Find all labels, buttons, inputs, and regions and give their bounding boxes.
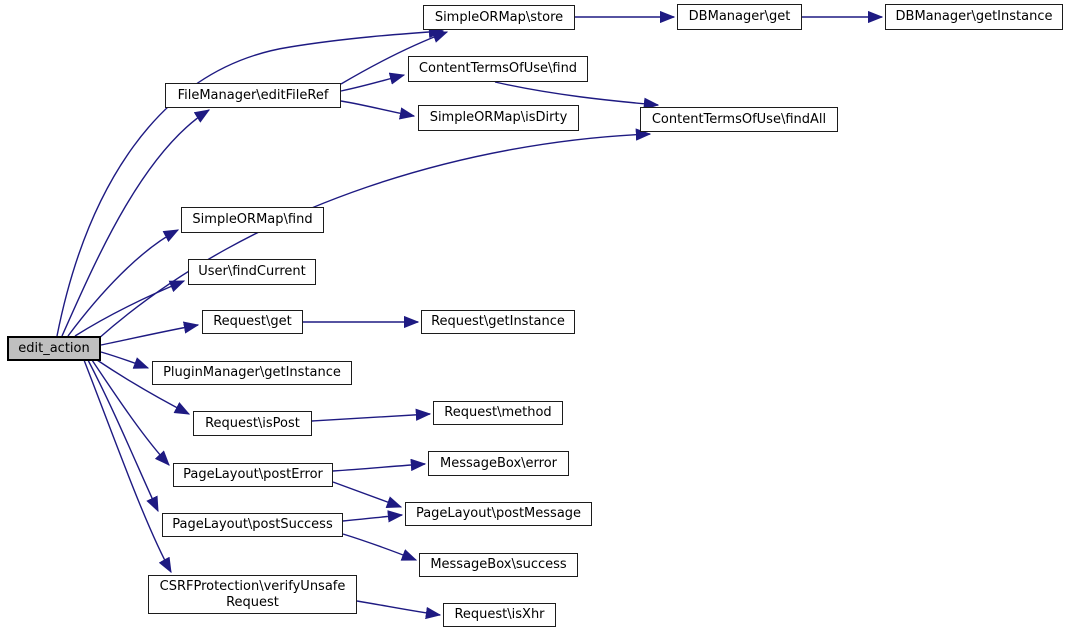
node-request-isxhr[interactable]: Request\isXhr	[443, 603, 556, 627]
node-simpleormap-isdirty[interactable]: SimpleORMap\isDirty	[418, 105, 579, 131]
edge-ispost-to-reqmethod	[311, 408, 432, 422]
node-request-get[interactable]: Request\get	[202, 310, 303, 334]
node-request-method[interactable]: Request\method	[433, 401, 563, 425]
node-csrfprotection-verifyunsaferequest-label-line2: Request	[226, 594, 279, 610]
node-messagebox-error[interactable]: MessageBox\error	[428, 451, 569, 476]
node-dbmanager-get[interactable]: DBManager\get	[677, 4, 802, 30]
node-user-findcurrent-label: User\findCurrent	[198, 264, 306, 280]
edge-posterror-to-postmessage	[332, 481, 403, 508]
node-request-getinstance[interactable]: Request\getInstance	[421, 310, 575, 334]
node-messagebox-success-label: MessageBox\success	[430, 557, 567, 573]
node-dbmanager-getinstance[interactable]: DBManager\getInstance	[885, 4, 1063, 30]
node-contenttermsofuse-findall-label: ContentTermsOfUse\findAll	[651, 111, 827, 127]
node-pagelayout-postmessage-label: PageLayout\postMessage	[415, 506, 582, 522]
edge-edit-action-to-request-get	[100, 321, 200, 346]
edge-edit-action-to-findcurrent	[74, 280, 186, 337]
edge-edit-action-to-simpleormap-find	[67, 229, 180, 337]
node-csrfprotection-verifyunsaferequest[interactable]: CSRFProtection\verifyUnsafe Request	[148, 575, 357, 614]
node-messagebox-success[interactable]: MessageBox\success	[419, 553, 578, 577]
node-pluginmanager-getinstance[interactable]: PluginManager\getInstance	[152, 361, 352, 385]
node-csrfprotection-verifyunsaferequest-label-line1: CSRFProtection\verifyUnsafe	[159, 578, 346, 594]
edge-editfileref-to-isdirty	[340, 100, 416, 120]
node-pagelayout-posterror-label: PageLayout\postError	[183, 467, 323, 483]
node-edit-action: edit_action	[7, 336, 101, 361]
node-simpleormap-isdirty-label: SimpleORMap\isDirty	[429, 110, 568, 126]
node-request-ispost[interactable]: Request\isPost	[193, 411, 312, 436]
node-simpleormap-store[interactable]: SimpleORMap\store	[423, 5, 575, 30]
edge-csrf-to-isxhr	[356, 600, 442, 620]
edge-editfileref-to-ctufind	[340, 72, 406, 92]
edge-postsuccess-to-postmessage	[342, 510, 404, 523]
node-dbmanager-getinstance-label: DBManager\getInstance	[895, 9, 1053, 25]
edge-edit-action-to-editfileref	[61, 109, 211, 337]
node-pagelayout-postsuccess[interactable]: PageLayout\postSuccess	[162, 513, 343, 537]
node-filemanager-editfileref-label: FileManager\editFileRef	[177, 87, 329, 103]
node-contenttermsofuse-findall[interactable]: ContentTermsOfUse\findAll	[640, 107, 838, 132]
edge-postsuccess-to-msgsuccess	[342, 533, 418, 561]
node-request-get-label: Request\get	[213, 314, 292, 330]
edge-ctufind-to-findall	[494, 81, 660, 110]
edge-edit-action-to-postsuccess	[87, 359, 159, 513]
node-dbmanager-get-label: DBManager\get	[688, 9, 791, 25]
edge-edit-action-to-csrf	[83, 359, 172, 574]
node-messagebox-error-label: MessageBox\error	[440, 455, 557, 471]
edge-edit-action-to-store	[56, 25, 445, 337]
node-request-getinstance-label: Request\getInstance	[431, 314, 565, 330]
node-edit-action-label: edit_action	[18, 340, 90, 356]
edge-edit-action-to-ispost	[96, 359, 191, 415]
edge-posterror-to-msgerror	[332, 458, 427, 472]
node-simpleormap-find-label: SimpleORMap\find	[192, 212, 313, 228]
edge-editfileref-to-store	[340, 31, 449, 85]
node-pagelayout-postsuccess-label: PageLayout\postSuccess	[172, 517, 333, 533]
node-request-isxhr-label: Request\isXhr	[454, 607, 545, 623]
node-request-ispost-label: Request\isPost	[205, 415, 300, 431]
node-simpleormap-find[interactable]: SimpleORMap\find	[181, 207, 324, 233]
edge-edit-action-to-pluginmanager	[100, 351, 150, 369]
node-pluginmanager-getinstance-label: PluginManager\getInstance	[163, 365, 341, 381]
node-pagelayout-posterror[interactable]: PageLayout\postError	[173, 463, 333, 487]
node-filemanager-editfileref[interactable]: FileManager\editFileRef	[165, 83, 341, 108]
node-request-method-label: Request\method	[444, 405, 552, 421]
node-contenttermsofuse-find[interactable]: ContentTermsOfUse\find	[408, 56, 588, 82]
node-contenttermsofuse-find-label: ContentTermsOfUse\find	[418, 61, 578, 77]
node-simpleormap-store-label: SimpleORMap\store	[434, 9, 564, 25]
edge-edit-action-to-posterror	[91, 359, 170, 466]
edge-edit-action-to-findall	[97, 128, 652, 340]
node-user-findcurrent[interactable]: User\findCurrent	[188, 259, 316, 285]
node-pagelayout-postmessage[interactable]: PageLayout\postMessage	[405, 502, 592, 526]
